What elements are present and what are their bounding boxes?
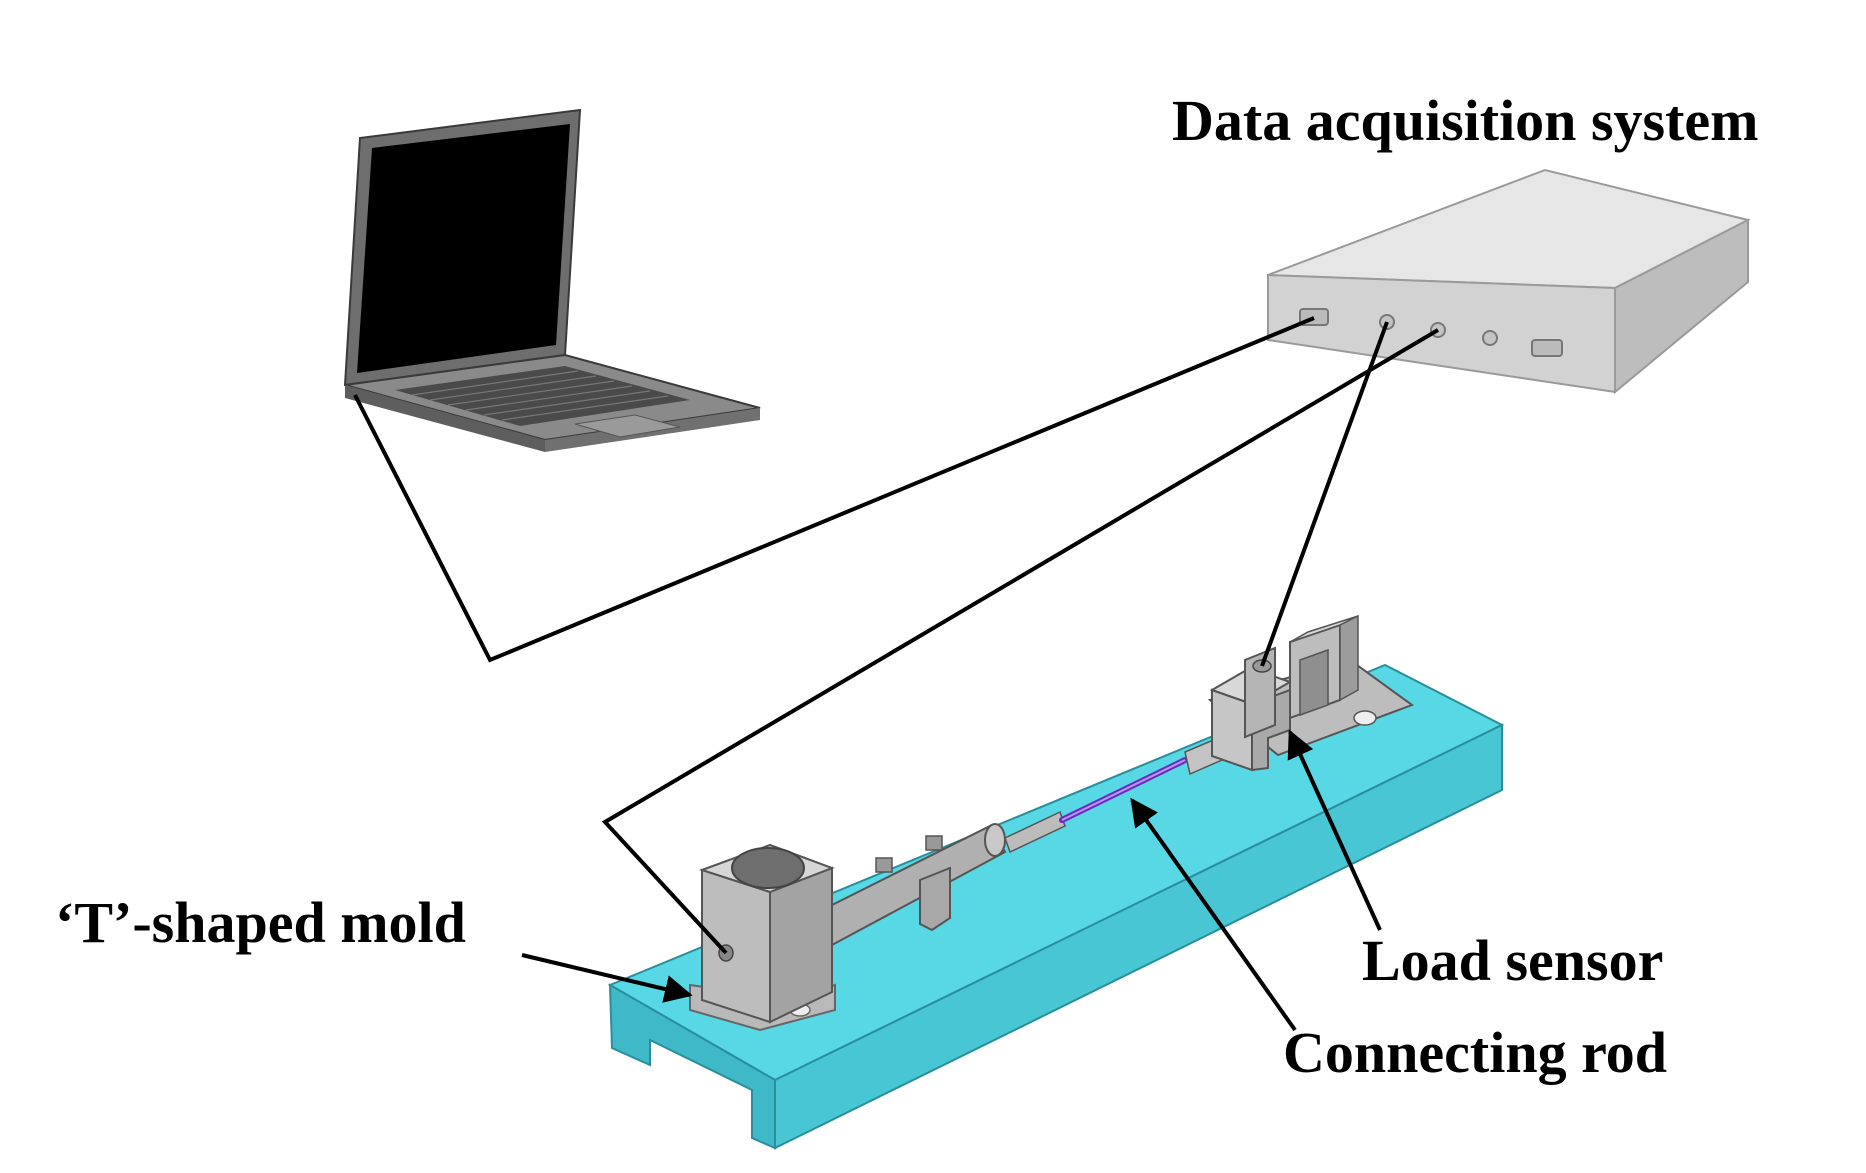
laptop-icon (343, 108, 761, 452)
laptop-keyboard (395, 366, 690, 426)
wire-daq-to-sensor (1260, 321, 1389, 667)
mold-block-front (701, 868, 771, 1024)
data-acquisition-box (1267, 168, 1751, 395)
mold-barrel (831, 824, 1007, 947)
arrow-load-sensor (1287, 729, 1382, 931)
arrow-t-shaped-mold (521, 953, 693, 1003)
t-shaped-mold (689, 810, 1066, 1032)
laptop-touchpad (574, 414, 681, 438)
mold-support (919, 866, 951, 932)
laptop-keys (411, 370, 669, 421)
laptop-base-front (345, 385, 545, 452)
base-plate-side (774, 723, 1503, 1150)
wire-daq-to-mold (601, 328, 1440, 955)
signal-wires (353, 316, 1440, 955)
daq-port-5 (1531, 339, 1563, 357)
daq-side-face (1614, 218, 1749, 395)
wire-laptop-to-daq (353, 316, 1315, 663)
arrow-connecting-rod (1130, 797, 1297, 1032)
mold-bore (731, 847, 805, 889)
label-load-sensor: Load sensor (1362, 928, 1663, 993)
label-t-shaped-mold: ‘T’-shaped mold (55, 890, 466, 955)
label-connecting-rod: Connecting rod (1283, 1020, 1667, 1085)
daq-port-4 (1482, 330, 1498, 346)
label-data-acquisition-system: Data acquisition system (1172, 88, 1758, 153)
leader-arrows (521, 729, 1382, 1032)
load-sensor-assembly (1184, 614, 1415, 776)
laptop-screen (357, 124, 570, 373)
